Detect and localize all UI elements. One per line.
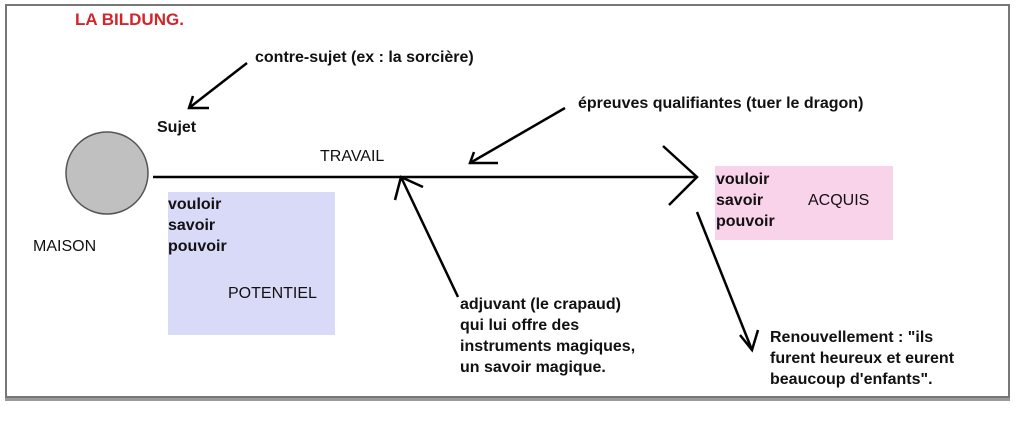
acquis-item: pouvoir bbox=[716, 213, 775, 230]
axis-arrowhead bbox=[662, 145, 699, 206]
acquis-box bbox=[715, 166, 893, 240]
acquis-list: vouloir savoir pouvoir bbox=[716, 169, 775, 232]
maison-circle bbox=[65, 131, 149, 215]
renouvellement-arrow bbox=[695, 211, 754, 351]
adjuvant-arrow bbox=[399, 176, 460, 298]
acquis-item: vouloir bbox=[716, 171, 770, 188]
contre-sujet-arrow bbox=[188, 62, 248, 109]
contre-sujet-label: contre-sujet (ex : la sorcière) bbox=[255, 49, 474, 66]
potentiel-item: pouvoir bbox=[168, 238, 227, 255]
diagram-frame bbox=[5, 4, 1010, 398]
potentiel-list: vouloir savoir pouvoir bbox=[168, 194, 227, 257]
travail-label: TRAVAIL bbox=[320, 148, 385, 165]
renouvellement-line: Renouvellement : "ils bbox=[770, 329, 934, 346]
adjuvant-line: adjuvant (le crapaud) bbox=[460, 296, 621, 313]
potentiel-box bbox=[168, 192, 335, 335]
acquis-label: ACQUIS bbox=[808, 192, 870, 209]
renouvellement-line: beaucoup d'enfants". bbox=[770, 371, 933, 388]
diagram-title: LA BILDUNG. bbox=[75, 10, 184, 29]
adjuvant-text: adjuvant (le crapaud) qui lui offre des … bbox=[460, 294, 635, 378]
potentiel-item: savoir bbox=[168, 217, 216, 234]
renouvellement-line: furent heureux et eurent bbox=[770, 350, 955, 367]
epreuves-label: épreuves qualifiantes (tuer le dragon) bbox=[578, 95, 864, 112]
epreuves-arrow bbox=[469, 106, 566, 165]
potentiel-item: vouloir bbox=[168, 196, 222, 213]
renouvellement-text: Renouvellement : "ils furent heureux et … bbox=[770, 327, 954, 390]
adjuvant-line: un savoir magique. bbox=[460, 359, 606, 376]
sujet-label: Sujet bbox=[157, 119, 197, 136]
adjuvant-line: instruments magiques, bbox=[460, 338, 636, 355]
potentiel-label: POTENTIEL bbox=[228, 285, 317, 302]
adjuvant-line: qui lui offre des bbox=[460, 317, 580, 334]
acquis-item: savoir bbox=[716, 192, 764, 209]
maison-label: MAISON bbox=[33, 238, 97, 255]
